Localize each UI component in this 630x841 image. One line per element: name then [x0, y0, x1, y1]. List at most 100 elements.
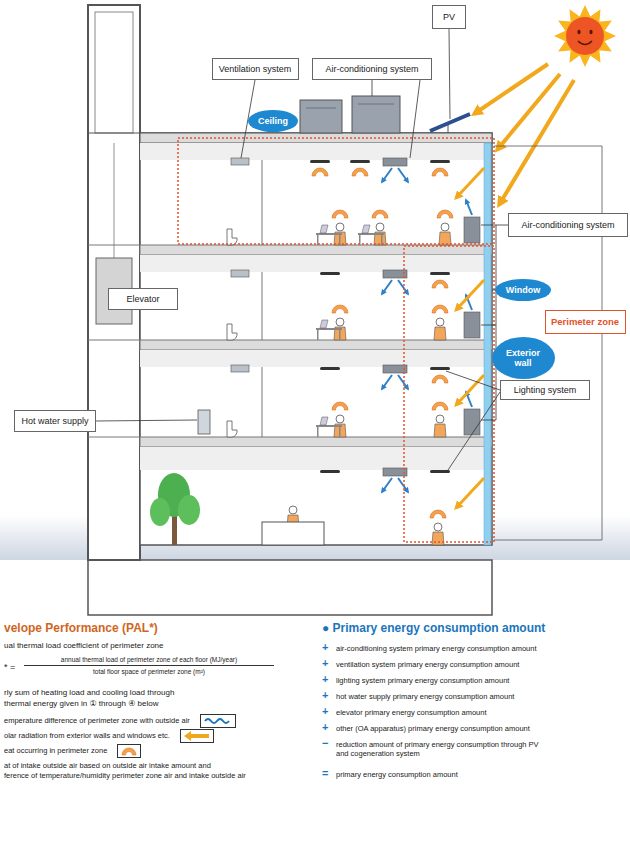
note-text: thermal energy given in ① through ④ belo… [4, 699, 158, 709]
note-text: ual thermal load coefficient of perimete… [4, 641, 164, 651]
leader-lines [372, 80, 373, 96]
air-flow-arrows [398, 375, 408, 389]
ground [88, 560, 492, 615]
equipment-and-people [320, 367, 340, 370]
section-heading: velope Performance (PAL*) [4, 621, 158, 635]
solar-radiation-arrows [499, 80, 574, 205]
equipment-and-people [231, 158, 249, 165]
formula-symbol: * = [4, 662, 15, 673]
building-structure [140, 447, 484, 470]
operator-symbol: + [322, 641, 328, 654]
air-flow-arrows [382, 280, 392, 294]
building-structure [464, 409, 480, 435]
equipment-and-people [150, 498, 170, 526]
building-structure [140, 255, 484, 272]
equipment-and-people [439, 223, 451, 245]
temperature-difference-icon [200, 714, 236, 728]
air-flow-arrows [382, 168, 392, 182]
node-text: Ventilation system [219, 64, 292, 74]
building-structure [464, 217, 480, 243]
equipment-and-people [316, 417, 342, 437]
solar-radiation-icon [184, 731, 209, 741]
leader-lines [446, 371, 500, 390]
ceiling-ellipse: Ceiling [248, 110, 298, 132]
elevator-label-box: Elevator [108, 288, 178, 310]
hot-water-label-box: Hot water supply [14, 410, 96, 432]
node-text: Elevator [126, 294, 159, 304]
air-flow-arrows [466, 200, 472, 215]
equipment-and-people [434, 415, 446, 437]
sun [578, 41, 592, 45]
fraction-denominator: total floor space of perimeter zone (m²) [24, 668, 274, 676]
solar-radiation-arrows [456, 168, 484, 198]
operator-symbol: + [322, 721, 328, 734]
building-structure [95, 12, 133, 133]
building-structure [140, 437, 492, 447]
building-structure [262, 367, 263, 437]
window-ellipse: Window [495, 279, 551, 301]
leader-lines [95, 29, 602, 540]
section-heading: ● Primary energy consumption amount [322, 621, 545, 635]
sun [589, 30, 592, 34]
heat-generation-icon [117, 744, 141, 758]
sum-term: reduction amount of primary energy consu… [336, 740, 551, 758]
sun [579, 54, 591, 67]
ventilation-label-box: Ventilation system [212, 58, 299, 80]
solar-radiation-icon [180, 729, 214, 743]
sun [577, 30, 580, 34]
air-conditioning-label-box: Air-conditioning system [312, 58, 432, 80]
sun [554, 30, 567, 42]
sum-term: ventilation system primary energy consum… [336, 660, 519, 669]
sun [566, 17, 604, 55]
node-text: Window [506, 285, 540, 295]
list-item: olar radiation from exterior walls and w… [4, 731, 170, 740]
building-structure [262, 160, 263, 245]
node-text: Ceiling [258, 116, 288, 126]
equipment-and-people [332, 210, 348, 218]
equipment-and-people [434, 318, 446, 340]
leader-lines [481, 225, 496, 420]
building-structure [300, 100, 342, 133]
equipment-and-people [372, 210, 388, 218]
node-text: Air-conditioning system [325, 64, 418, 74]
list-item: ference of temperature/humidity perimete… [4, 771, 246, 780]
node-text: PV [443, 12, 455, 22]
building-structure [88, 340, 140, 341]
equipment-and-people [430, 272, 450, 275]
equipment-and-people [320, 470, 340, 473]
leader-lines [446, 392, 500, 473]
air-flow-arrows [382, 168, 472, 492]
sum-term: other (OA apparatus) primary energy cons… [336, 724, 530, 733]
node-text: Perimeter zone [551, 317, 619, 328]
temperature-difference-icon [205, 719, 229, 723]
perimeter-zone-outline [404, 246, 494, 542]
equipment-and-people [262, 522, 324, 545]
building-structure [88, 133, 140, 134]
equipment-and-people [383, 158, 407, 166]
building-structure [88, 5, 140, 560]
node-text: Lighting system [514, 385, 577, 395]
equipment-and-people [172, 515, 177, 545]
equipment-and-people [231, 270, 249, 277]
sun [603, 30, 616, 42]
equipment-and-people [332, 305, 348, 313]
operator-symbol: = [322, 767, 328, 780]
air-flow-arrows [398, 280, 408, 294]
building-structure [114, 143, 115, 258]
solar-radiation-icon [181, 730, 214, 743]
sum-term: lighting system primary energy consumpti… [336, 676, 509, 685]
operator-symbol: + [322, 689, 328, 702]
solar-radiation-arrows [474, 64, 548, 114]
list-item: emperature difference of perimeter zone … [4, 716, 190, 725]
equipment-and-people [227, 324, 237, 340]
operator-symbol: + [322, 705, 328, 718]
operator-symbol: − [322, 737, 328, 750]
building-structure [484, 143, 491, 545]
air-flow-arrows [382, 375, 392, 389]
node-text: Air-conditioning system [521, 220, 614, 230]
operator-symbol: + [322, 657, 328, 670]
building-structure [306, 108, 336, 109]
building-structure [262, 272, 263, 340]
solar-radiation-arrows [456, 478, 484, 508]
equipment-and-people [350, 160, 370, 163]
